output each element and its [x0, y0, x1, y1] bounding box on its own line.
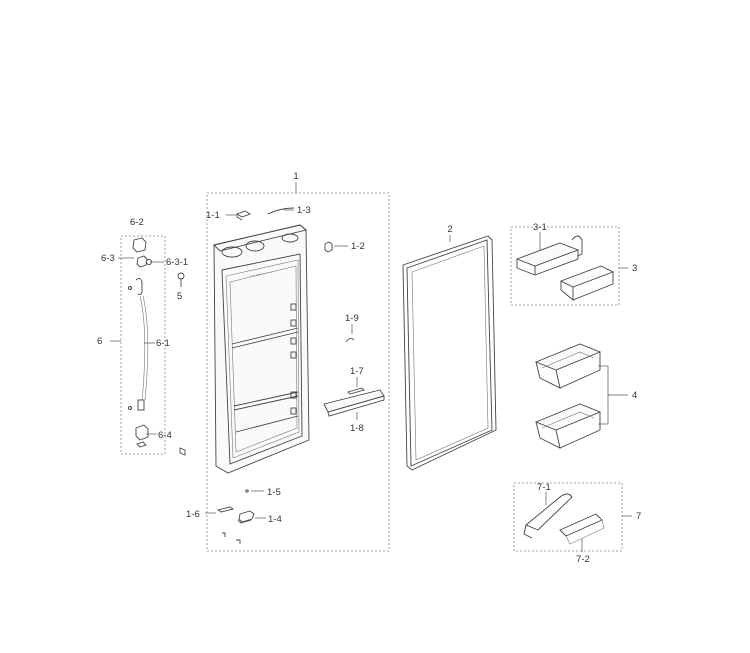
pipe-tube-part	[139, 295, 146, 401]
hinge-bottom-part	[135, 424, 149, 441]
label-6-4: 6-4	[158, 430, 172, 441]
part-5-screw	[177, 272, 185, 287]
label-7: 7	[636, 511, 641, 522]
part-1-4	[238, 510, 255, 523]
group-6-dashed-box	[120, 235, 166, 455]
part-1-2	[324, 241, 333, 253]
label-3: 3	[632, 263, 637, 274]
part-1-9	[345, 337, 355, 343]
label-6-1: 6-1	[156, 338, 170, 349]
part-3-bin	[559, 265, 615, 288]
label-1-5: 1-5	[267, 487, 281, 498]
group-1-dashed-box	[206, 192, 390, 552]
label-1: 1	[293, 171, 298, 182]
part-7-2	[559, 513, 603, 537]
bolt-part	[179, 447, 186, 456]
label-1-6: 1-6	[186, 509, 200, 520]
part-1-7	[347, 387, 365, 395]
pipe-top-part	[135, 277, 143, 296]
door-liner-part	[221, 253, 303, 465]
part-1-6	[216, 506, 235, 513]
label-1-1: 1-1	[206, 210, 220, 221]
label-1-3: 1-3	[297, 205, 311, 216]
label-7-1: 7-1	[537, 482, 551, 493]
label-7-2: 7-2	[576, 554, 590, 565]
label-3-1: 3-1	[533, 222, 547, 233]
label-6: 6	[97, 336, 102, 347]
group-3-top-bin-assembly	[510, 226, 628, 306]
group-7-holder-assembly	[513, 482, 632, 552]
label-4: 4	[632, 390, 637, 401]
group-7-dashed-box	[513, 482, 623, 552]
label-1-7: 1-7	[350, 366, 364, 377]
pipe-joint-part	[137, 399, 145, 411]
label-6-2: 6-2	[130, 217, 144, 228]
label-1-9: 1-9	[345, 313, 359, 324]
part-1-3	[267, 207, 295, 215]
label-1-8: 1-8	[350, 423, 364, 434]
part-1-5	[245, 489, 249, 493]
part-7-1	[525, 493, 573, 531]
label-2: 2	[447, 224, 452, 235]
group-1-door-assembly	[205, 182, 390, 552]
group-6-hinge-assembly	[110, 235, 166, 455]
part-4-door-bins	[534, 343, 628, 449]
label-1-4: 1-4	[268, 514, 282, 525]
group-3-dashed-box	[510, 226, 620, 306]
part-labels: 1 1-1 1-3 1-2 1-9 1-7 1-8 1-5 1-6 1-4 2 …	[97, 171, 641, 565]
label-1-2: 1-2	[351, 241, 365, 252]
label-6-3: 6-3	[101, 253, 115, 264]
hinge-bracket-part	[136, 255, 148, 268]
hinge-top-part	[132, 237, 147, 253]
label-6-3-1: 6-3-1	[166, 257, 188, 268]
part-1-1	[235, 210, 252, 221]
label-5: 5	[177, 291, 182, 302]
part-2-door-gasket	[402, 235, 497, 471]
